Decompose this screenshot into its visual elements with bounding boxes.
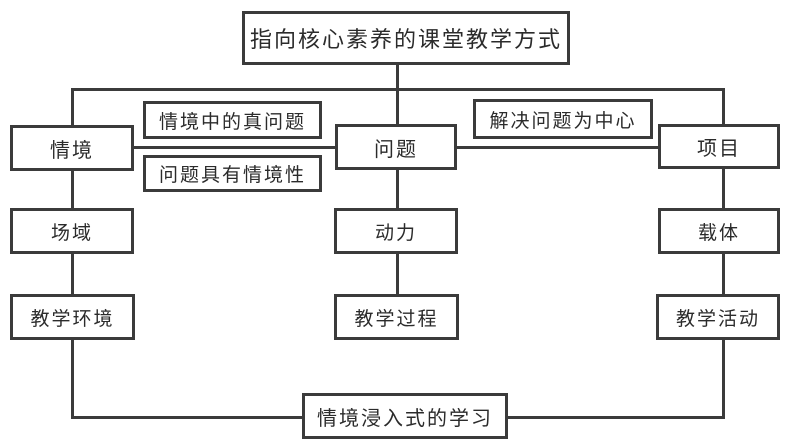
node-carrier[interactable]: 载体 (658, 208, 780, 254)
edge-project-carrier (722, 166, 725, 212)
node-title[interactable]: 指向核心素养的课堂教学方式 (242, 11, 570, 65)
node-immersive-learning[interactable]: 情境浸入式的学习 (302, 393, 508, 439)
node-label-problem-solving-centered[interactable]: 解决问题为中心 (473, 99, 653, 139)
edge-field-environment (71, 252, 74, 296)
node-problem[interactable]: 问题 (335, 124, 457, 170)
edge-situation-field (71, 168, 74, 212)
node-teaching-environment[interactable]: 教学环境 (10, 294, 135, 340)
edge-title-stem (396, 65, 399, 91)
node-motivation[interactable]: 动力 (334, 208, 458, 254)
edge-bus-to-problem (396, 88, 399, 126)
node-field[interactable]: 场域 (10, 208, 134, 254)
edge-environment-bottom (71, 338, 74, 418)
node-teaching-process[interactable]: 教学过程 (334, 294, 459, 340)
node-project[interactable]: 项目 (658, 124, 780, 169)
edge-motivation-process (396, 252, 399, 296)
edge-situation-problem (132, 146, 338, 149)
node-situation[interactable]: 情境 (10, 125, 134, 171)
node-label-real-problem-in-situation[interactable]: 情境中的真问题 (143, 101, 322, 139)
edge-problem-project (455, 146, 660, 149)
node-label-problem-has-situationality[interactable]: 问题具有情境性 (143, 155, 322, 192)
edge-bus-to-project (722, 88, 725, 126)
node-teaching-activity[interactable]: 教学活动 (656, 294, 780, 340)
edge-bus-to-situation (71, 88, 74, 128)
edge-carrier-activity (722, 252, 725, 296)
edge-problem-motivation (396, 168, 399, 212)
edge-activity-bottom (722, 338, 725, 418)
